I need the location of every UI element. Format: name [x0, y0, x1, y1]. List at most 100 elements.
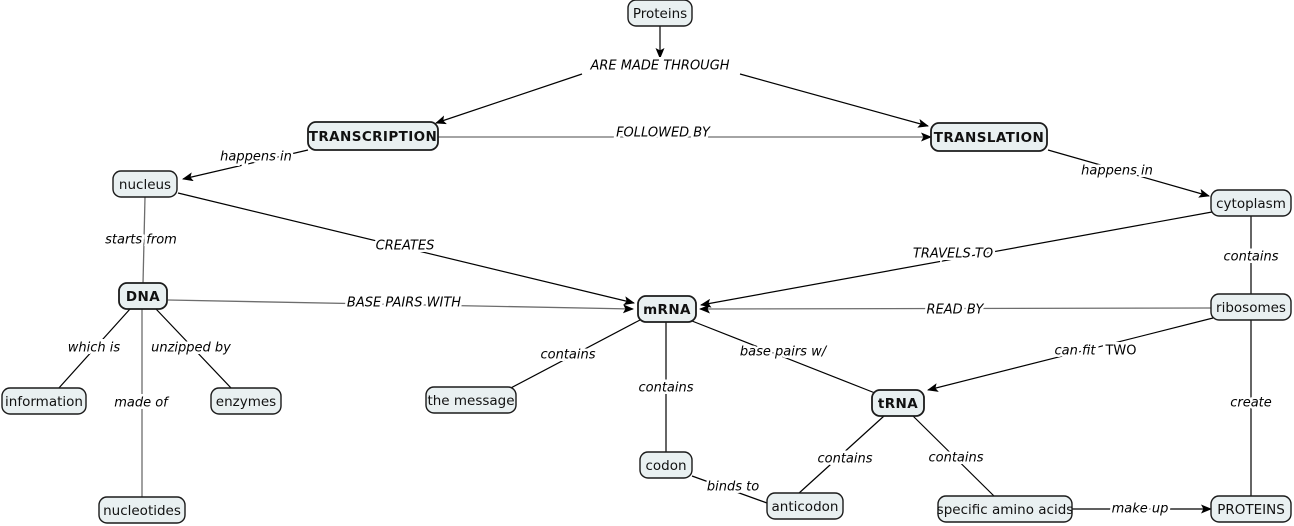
edge-line-dna-enzymes: [155, 308, 233, 390]
edge-label-transcription-nucleus: happens in: [220, 150, 292, 165]
node-box-codon[interactable]: [639, 451, 693, 479]
edge-line-mrna-trna: [691, 320, 876, 394]
node-label-cytoplasm: cytoplasm: [1216, 196, 1286, 212]
node-label-information: information: [5, 394, 83, 410]
edge-label-halo-nucleus-mrna: CREATES: [376, 239, 435, 254]
edge-label-halo-ribosomes-mrna: READ BY: [927, 303, 985, 318]
node-box-cytoplasm[interactable]: [1210, 189, 1292, 217]
node-box-enzymes[interactable]: [210, 387, 282, 415]
node-nucleus[interactable]: nucleus: [112, 170, 178, 198]
edge-label-halo-mrna-trna: base pairs w/: [740, 345, 828, 360]
node-box-dna[interactable]: [118, 282, 168, 310]
node-anticodon[interactable]: anticodon: [766, 492, 844, 520]
edge-label-amino-acids-proteins: make up: [1112, 502, 1169, 517]
node-enzymes[interactable]: enzymes: [210, 387, 282, 415]
edge-line-codon-anticodon: [691, 475, 768, 504]
node-information[interactable]: information: [1, 387, 87, 415]
node-proteins_bottom[interactable]: PROTEINS: [1210, 495, 1292, 523]
edge-label-dna-nucleotides: made of: [114, 396, 170, 411]
edge-label-ribosomes-mrna: READ BY: [927, 303, 985, 318]
node-label-enzymes: enzymes: [216, 394, 276, 410]
node-nucleotides[interactable]: nucleotides: [98, 496, 186, 524]
edge-line-transcription-nucleus: [182, 149, 309, 182]
edge-label-mrna-the-message: contains: [540, 348, 595, 363]
node-label-mrna: mRNA: [643, 302, 691, 318]
edge-label-halo-nucleus-dna: starts from: [105, 233, 177, 248]
edge-line-cytoplasm-mrna: [700, 211, 1213, 308]
node-label-translation: TRANSLATION: [934, 130, 1044, 146]
edge-label-trna-anticodon: contains: [817, 452, 872, 467]
edge-label-halo-proteins-transcription: ARE MADE THROUGH: [589, 59, 729, 74]
node-box-transcription[interactable]: [307, 121, 439, 151]
edge-label-halo-transcription-translation: FOLLOWED BY: [616, 126, 711, 141]
node-label-dna: DNA: [126, 289, 160, 305]
node-box-mrna[interactable]: [637, 295, 697, 323]
node-label-proteins_bottom: PROTEINS: [1217, 502, 1285, 518]
edge-label-ribosomes-trna: can fit: [1055, 344, 1097, 359]
edge-line-ribosomes-mrna: [699, 304, 1212, 314]
node-codon[interactable]: codon: [639, 451, 693, 479]
edge-line-trna-amino-acids: [912, 415, 996, 498]
edge-label-halo-mrna-codon: contains: [638, 381, 693, 396]
node-label-ribosomes: ribosomes: [1216, 300, 1286, 316]
node-label-specific_amino_acids: specific amino acids: [937, 502, 1074, 518]
edge-label-transcription-translation: FOLLOWED BY: [616, 126, 711, 141]
node-label-anticodon: anticodon: [772, 499, 839, 515]
node-trna[interactable]: tRNA: [871, 389, 925, 417]
node-box-nucleotides[interactable]: [98, 496, 186, 524]
node-box-translation[interactable]: [930, 122, 1048, 152]
edge-label-halo-dna-information: which is: [68, 341, 121, 356]
edge-label-halo-trna-amino-acids: contains: [928, 451, 983, 466]
node-box-proteins_top[interactable]: [627, 0, 693, 27]
node-transcription[interactable]: TRANSCRIPTION: [307, 121, 439, 151]
node-box-the_message[interactable]: [425, 386, 517, 414]
node-box-anticodon[interactable]: [766, 492, 844, 520]
node-box-proteins_bottom[interactable]: [1210, 495, 1292, 523]
edge-label-dna-mrna: BASE PAIRS WITH: [347, 296, 461, 311]
edge-label-halo-amino-acids-proteins: make up: [1112, 502, 1169, 517]
edge-label-cytoplasm-ribosomes: contains: [1223, 250, 1278, 265]
node-box-information[interactable]: [1, 387, 87, 415]
node-proteins_top[interactable]: Proteins: [627, 0, 693, 27]
node-box-specific_amino_acids[interactable]: [937, 495, 1073, 523]
edge-label-halo-transcription-nucleus: happens in: [220, 150, 292, 165]
edge-label-nucleus-dna: starts from: [105, 233, 177, 248]
node-dna[interactable]: DNA: [118, 282, 168, 310]
edge-line-dna-mrna: [167, 299, 634, 314]
node-specific_amino_acids[interactable]: specific amino acids: [937, 495, 1074, 523]
edge-label-translation-cytoplasm: happens in: [1081, 164, 1153, 179]
node-the_message[interactable]: the message: [425, 386, 517, 414]
node-label-trna: tRNA: [878, 396, 918, 412]
edge-label-proteins-transcription: ARE MADE THROUGH: [589, 59, 729, 74]
node-mrna[interactable]: mRNA: [637, 295, 697, 323]
edge-label-halo-dna-mrna: BASE PAIRS WITH: [347, 296, 461, 311]
node-label-the_message: the message: [427, 393, 514, 409]
node-box-trna[interactable]: [871, 389, 925, 417]
edge-label-codon-anticodon: binds to: [707, 480, 759, 495]
node-box-ribosomes[interactable]: [1210, 293, 1292, 321]
node-label-proteins_top: Proteins: [633, 6, 687, 22]
node-box-nucleus[interactable]: [112, 170, 178, 198]
node-cytoplasm[interactable]: cytoplasm: [1210, 189, 1292, 217]
edge-label-halo-dna-nucleotides: made of: [114, 396, 170, 411]
node-translation[interactable]: TRANSLATION: [930, 122, 1048, 152]
edge-label-halo-codon-anticodon: binds to: [707, 480, 759, 495]
node-ribosomes[interactable]: ribosomes: [1210, 293, 1292, 321]
edge-proteins-translation-arm: [739, 73, 929, 128]
edge-line-nucleus-mrna: [177, 192, 635, 306]
node-label-nucleus: nucleus: [119, 177, 171, 193]
